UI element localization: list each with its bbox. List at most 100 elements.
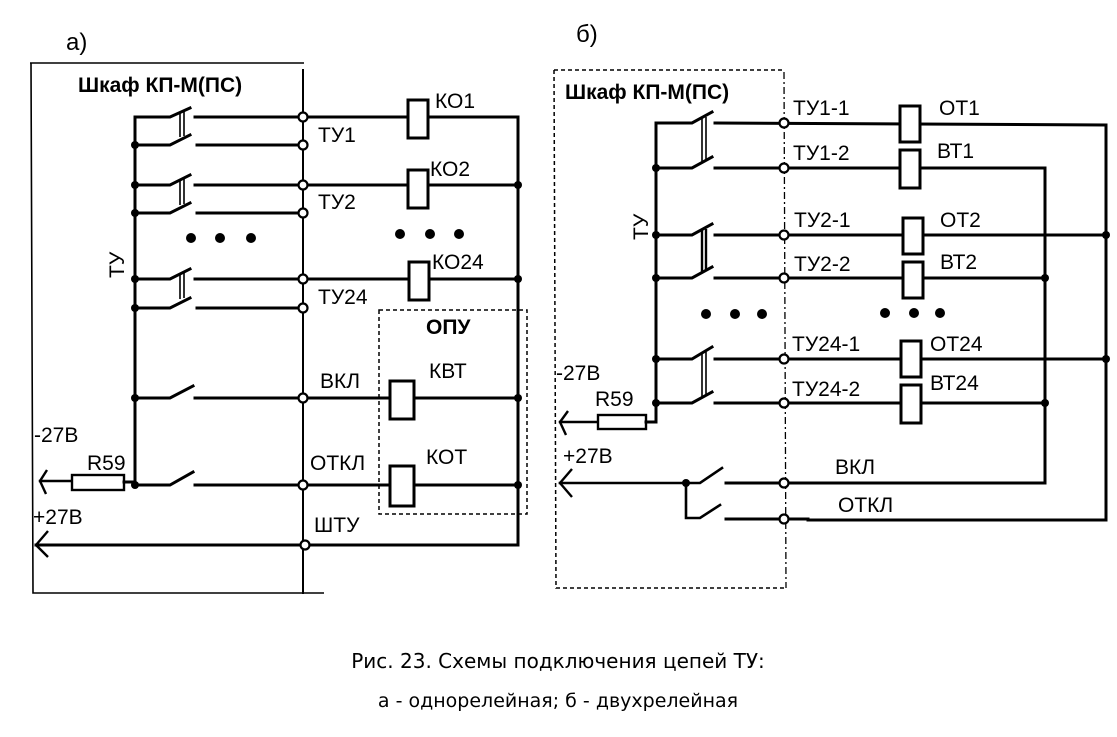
resistor-r59 — [70, 473, 126, 492]
terminal — [778, 353, 790, 365]
terminal — [778, 477, 790, 489]
switch-linkage — [179, 111, 185, 137]
panel-b-tag: б) — [576, 21, 598, 48]
terminal-label: ТУ24 — [318, 286, 368, 309]
junction — [514, 394, 522, 402]
junction — [652, 274, 660, 282]
relay-label: КО1 — [435, 90, 475, 113]
dot — [246, 233, 256, 243]
terminal-label: ТУ24-2 — [792, 378, 860, 401]
junction — [652, 231, 660, 239]
cabinet-b-border — [553, 69, 785, 589]
panel-a: а) Шкаф КП-М(ПС) ТУ ТУ1 КО1 — [30, 29, 528, 594]
plus-supply-b: +27В ВКЛ ОТКЛ — [558, 445, 893, 525]
figure-caption: Рис. 23. Схемы подключения цепей ТУ: а -… — [351, 649, 765, 712]
terminal — [297, 479, 309, 491]
group-label-b: ТУ — [630, 213, 653, 240]
junction — [1041, 274, 1049, 282]
arrow-left-icon — [558, 410, 569, 436]
minus-supply-label: -27В — [34, 424, 78, 447]
switch-contact — [654, 389, 715, 405]
arrow-left-icon — [558, 468, 573, 498]
junction — [131, 304, 139, 312]
switch-contact — [654, 154, 715, 170]
off-terminal-label: ОТКЛ — [310, 452, 365, 475]
dot — [454, 229, 464, 239]
channel-b-2: ТУ2-1 ТУ2-2 ОТ2 ВТ2 — [652, 209, 1110, 300]
junction — [131, 275, 139, 283]
channel-a-24: ТУ24 КО24 — [131, 251, 522, 314]
dot — [701, 309, 711, 319]
terminal-label: ТУ1-1 — [793, 97, 850, 120]
relay-label: КО2 — [430, 158, 470, 181]
switch-contact — [654, 264, 715, 280]
terminal — [778, 162, 790, 174]
relay-coil-vt1 — [898, 148, 922, 190]
junction — [682, 479, 690, 487]
minus-supply-a: -27В R59 — [34, 424, 137, 495]
switch-contact — [654, 344, 715, 361]
caption-title: Рис. 23. Схемы подключения цепей ТУ: — [351, 649, 765, 673]
dot — [935, 308, 945, 318]
channel-a-1: ТУ1 КО1 — [131, 90, 520, 151]
switch-contact — [654, 221, 715, 237]
panel-b: б) Шкаф КП-М(ПС) ТУ ТУ1-1 ТУ1-2 ОТ1 — [553, 21, 1110, 589]
dot — [395, 229, 405, 239]
minus-supply-label: -27В — [556, 362, 600, 385]
relay-coil-ot1 — [898, 104, 922, 144]
relay-label: ВТ24 — [930, 372, 979, 395]
terminal — [778, 229, 790, 241]
dot — [757, 309, 767, 319]
junction — [514, 481, 522, 489]
plus-supply-label: +27В — [563, 445, 613, 468]
cabinet-a-title: Шкаф КП-М(ПС) — [78, 74, 242, 97]
wire — [644, 398, 658, 424]
junction — [1041, 399, 1049, 407]
resistor-label: R59 — [87, 452, 126, 475]
on-terminal-label: ВКЛ — [320, 370, 360, 393]
switch-linkage — [701, 352, 707, 397]
dot — [186, 233, 196, 243]
terminal — [297, 302, 309, 314]
relay-label: ВТ1 — [937, 140, 974, 163]
on-line-label: ВКЛ — [835, 456, 875, 479]
resistor-label: R59 — [595, 388, 634, 411]
junction — [131, 141, 139, 149]
minus-supply-b: -27В R59 — [556, 362, 658, 436]
switch-linkage — [179, 273, 185, 299]
relay-label: ВТ2 — [940, 251, 977, 274]
relay-coil-vt24 — [899, 383, 923, 425]
relay-label: ОТ2 — [940, 209, 981, 232]
group-label-a: ТУ — [106, 251, 129, 278]
dot — [215, 233, 225, 243]
terminal — [297, 392, 309, 404]
junction — [1102, 231, 1110, 239]
terminal — [299, 539, 311, 551]
terminal — [297, 139, 309, 151]
terminal — [297, 111, 309, 123]
junction — [131, 209, 139, 217]
switch-contact — [654, 109, 715, 125]
relay-label: КО24 — [432, 251, 484, 274]
switch-contact — [133, 106, 192, 119]
switch-linkage — [179, 179, 185, 205]
junction — [652, 355, 660, 363]
relay-label: ОТ24 — [930, 333, 983, 356]
ellipsis-a — [186, 229, 464, 243]
terminal-strip-b — [783, 71, 787, 589]
arrow-left-icon — [34, 530, 49, 558]
dot — [730, 309, 740, 319]
terminal-label: ТУ1 — [318, 124, 356, 147]
plus-supply-a: +27В ШТУ — [33, 506, 360, 558]
terminal-label: ТУ2 — [318, 191, 356, 214]
terminal — [297, 273, 309, 285]
channel-a-2: ТУ2 КО2 — [131, 158, 522, 219]
terminal — [778, 117, 790, 129]
switch-linkage — [700, 229, 708, 272]
dot — [425, 229, 435, 239]
relay-coil-kvt — [388, 379, 416, 421]
terminal-label: ТУ2-1 — [794, 209, 851, 232]
channel-b-24: ТУ24-1 ТУ24-2 ОТ24 ВТ24 — [652, 333, 1110, 425]
right-bus-b-ot — [806, 123, 1108, 522]
